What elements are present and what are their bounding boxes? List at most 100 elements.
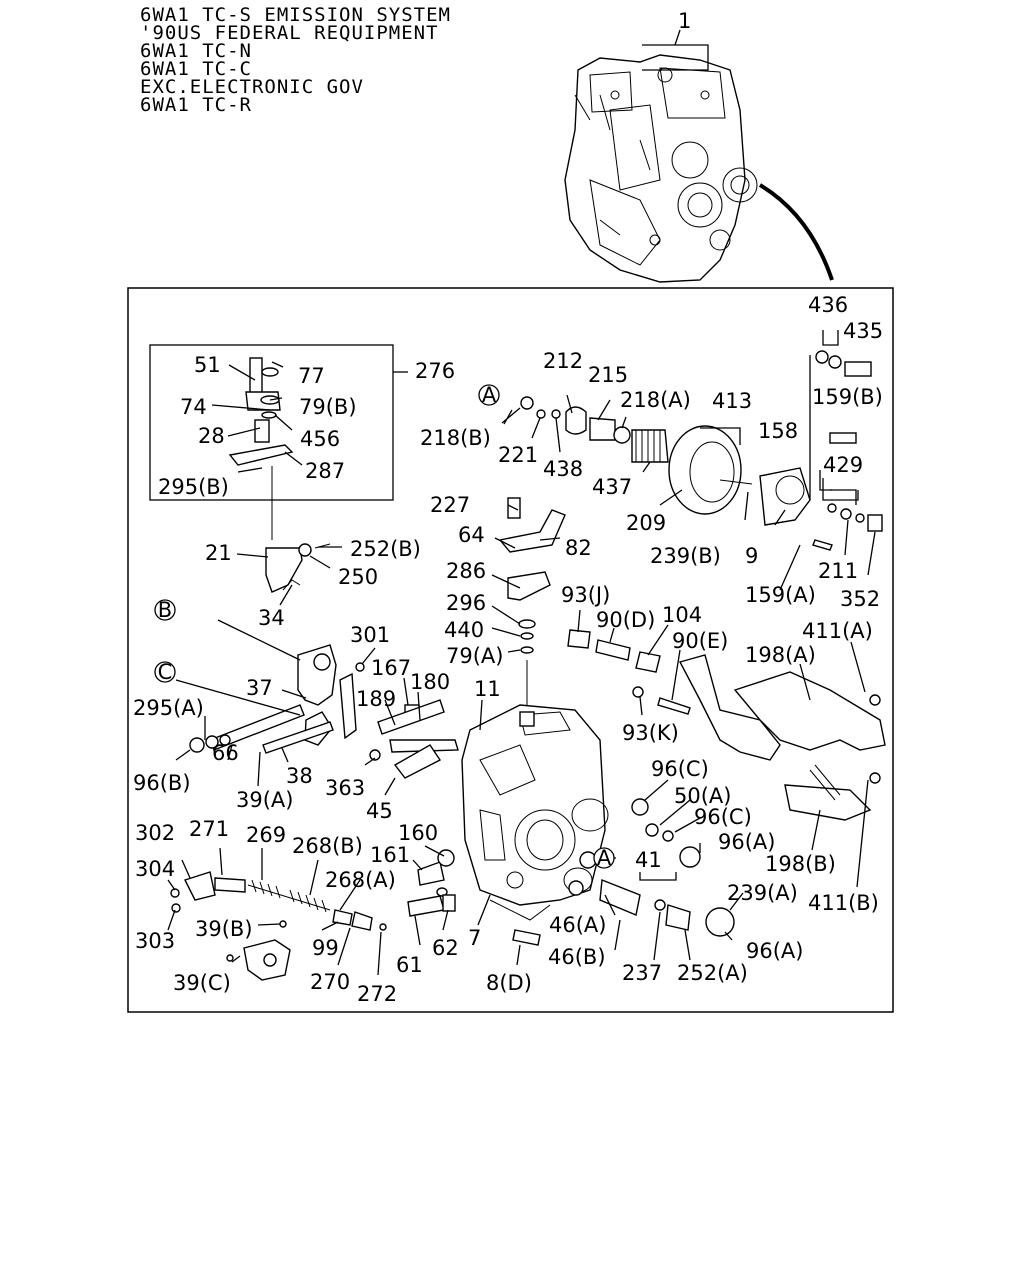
part-label: 79(B): [299, 395, 357, 419]
part-label: 411(A): [802, 619, 873, 643]
part-label: 215: [588, 363, 628, 387]
part-label: 296: [446, 591, 486, 615]
diagram-frame: [127, 287, 894, 1013]
part-label: 456: [300, 427, 340, 451]
part-label: 180: [410, 670, 450, 694]
part-label: 50(A): [674, 784, 731, 808]
part-label: 46(B): [548, 945, 606, 969]
part-label: 161: [370, 843, 410, 867]
part-label: 96(A): [718, 830, 775, 854]
header-line: EXC.ELECTRONIC GOV: [140, 76, 364, 98]
part-label: 239(B): [650, 544, 721, 568]
part-label: 413: [712, 389, 752, 413]
part-label: 93(K): [622, 721, 679, 745]
part-label: 269: [246, 823, 286, 847]
header-line: 6WA1 TC-C: [140, 58, 252, 80]
part-label: 1: [678, 9, 691, 33]
part-label: 270: [310, 970, 350, 994]
part-label: 104: [662, 603, 702, 627]
part-label: 276: [415, 359, 455, 383]
part-label: 198(B): [765, 852, 836, 876]
part-label: 286: [446, 559, 486, 583]
part-label: 21: [205, 541, 232, 565]
part-label: 7: [468, 926, 481, 950]
diagram-header: 6WA1 TC-S EMISSION SYSTEM '90US FEDERAL …: [140, 4, 451, 116]
callout-A-text: A: [482, 383, 497, 407]
part-label: 39(B): [195, 917, 253, 941]
part-label: 211: [818, 559, 858, 583]
part-label: 34: [258, 606, 285, 630]
boost-compensator-illustration: [520, 330, 883, 551]
linkage-illustration: [189, 543, 459, 779]
part-label: 96(B): [133, 771, 191, 795]
part-label: 9: [745, 544, 758, 568]
callout-A-text: A: [597, 846, 612, 870]
part-label: 74: [180, 395, 207, 419]
part-label: 96(C): [651, 757, 709, 781]
pump-assembly-illustration: [564, 54, 758, 283]
header-line: 6WA1 TC-S EMISSION SYSTEM: [140, 4, 451, 26]
part-label: 93(J): [561, 583, 610, 607]
part-label: 167: [371, 656, 411, 680]
part-label: 218(B): [420, 426, 491, 450]
leader-lines: [167, 361, 876, 976]
part-label: 189: [356, 687, 396, 711]
part-label: 11: [474, 677, 501, 701]
part-label: 287: [305, 459, 345, 483]
part-label: 96(C): [694, 805, 752, 829]
part-label: 440: [444, 618, 484, 642]
part-label: 160: [398, 821, 438, 845]
part-label: 28: [198, 424, 225, 448]
part-label: 159(B): [812, 385, 883, 409]
part-label: 268(A): [325, 868, 396, 892]
part-label: 96(A): [746, 939, 803, 963]
part-label: 250: [338, 565, 378, 589]
part-label: 61: [396, 953, 423, 977]
part-label: 268(B): [292, 834, 363, 858]
header-line: '90US FEDERAL REQUIPMENT: [140, 22, 439, 44]
part-label: 295(B): [158, 475, 229, 499]
header-line: 6WA1 TC-R: [140, 94, 252, 116]
part-label: 429: [823, 453, 863, 477]
part-label: 227: [430, 493, 470, 517]
part-label: 45: [366, 799, 393, 823]
part-label: 437: [592, 475, 632, 499]
header-line: 6WA1 TC-N: [140, 40, 252, 62]
bracket-illustration: [678, 654, 886, 821]
part-label: 158: [758, 419, 798, 443]
part-label: 39(A): [236, 788, 293, 812]
part-label: 352: [840, 587, 880, 611]
part-label: 8(D): [486, 971, 532, 995]
part-label: 436: [808, 293, 848, 317]
part-label: 90(E): [672, 629, 728, 653]
callout-C-text: C: [158, 660, 173, 684]
part-label: 39(C): [173, 971, 231, 995]
callout-B-text: B: [158, 598, 172, 622]
part-label: 272: [357, 982, 397, 1006]
part-label: 218(A): [620, 388, 691, 412]
detail-pointer-curve: [758, 183, 834, 281]
adjuster-illustration: [170, 871, 387, 981]
callout-A-top: A: [478, 383, 500, 407]
part-label: 46(A): [549, 913, 606, 937]
part-label: 79(A): [446, 644, 503, 668]
part-label: 62: [432, 936, 459, 960]
pump-body-illustration: [461, 704, 609, 921]
part-label: 363: [325, 776, 365, 800]
part-label: 221: [498, 443, 538, 467]
part-label: 411(B): [808, 891, 879, 915]
part-label: 438: [543, 457, 583, 481]
callout-B: B: [154, 598, 176, 622]
part-label: 99: [312, 936, 339, 960]
part-label: 271: [189, 817, 229, 841]
part-label: 209: [626, 511, 666, 535]
part-label: 252(A): [677, 961, 748, 985]
part-label: 304: [135, 857, 175, 881]
part-label: 252(B): [350, 537, 421, 561]
part-label: 237: [622, 961, 662, 985]
part-label: 295(A): [133, 696, 204, 720]
part-label: 64: [458, 523, 485, 547]
part-label: 198(A): [745, 643, 816, 667]
part-label: 82: [565, 536, 592, 560]
